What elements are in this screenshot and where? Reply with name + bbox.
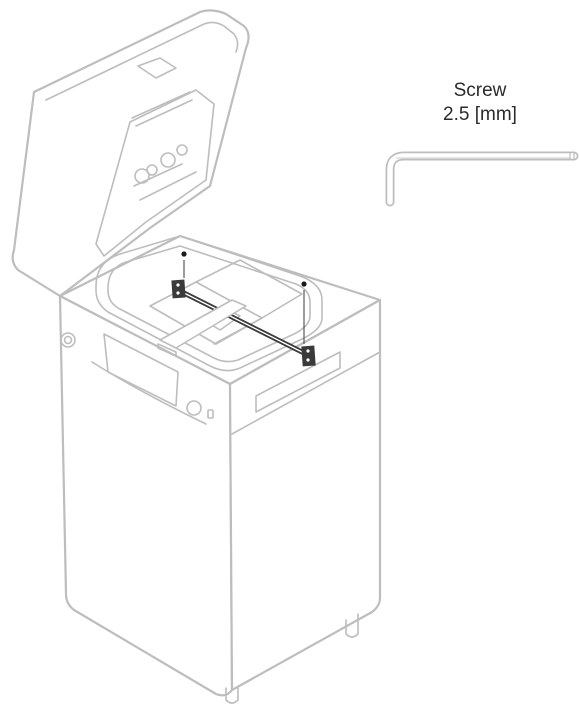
tool-size-label: 2.5 [mm] <box>443 104 517 125</box>
tool-name-label: Screw <box>453 80 507 101</box>
shipping-bracket <box>157 279 316 367</box>
screw-indicator-right <box>301 281 307 344</box>
screw-indicator-left <box>181 251 187 278</box>
printer-lid <box>11 9 250 298</box>
hex-key-icon <box>385 151 579 207</box>
